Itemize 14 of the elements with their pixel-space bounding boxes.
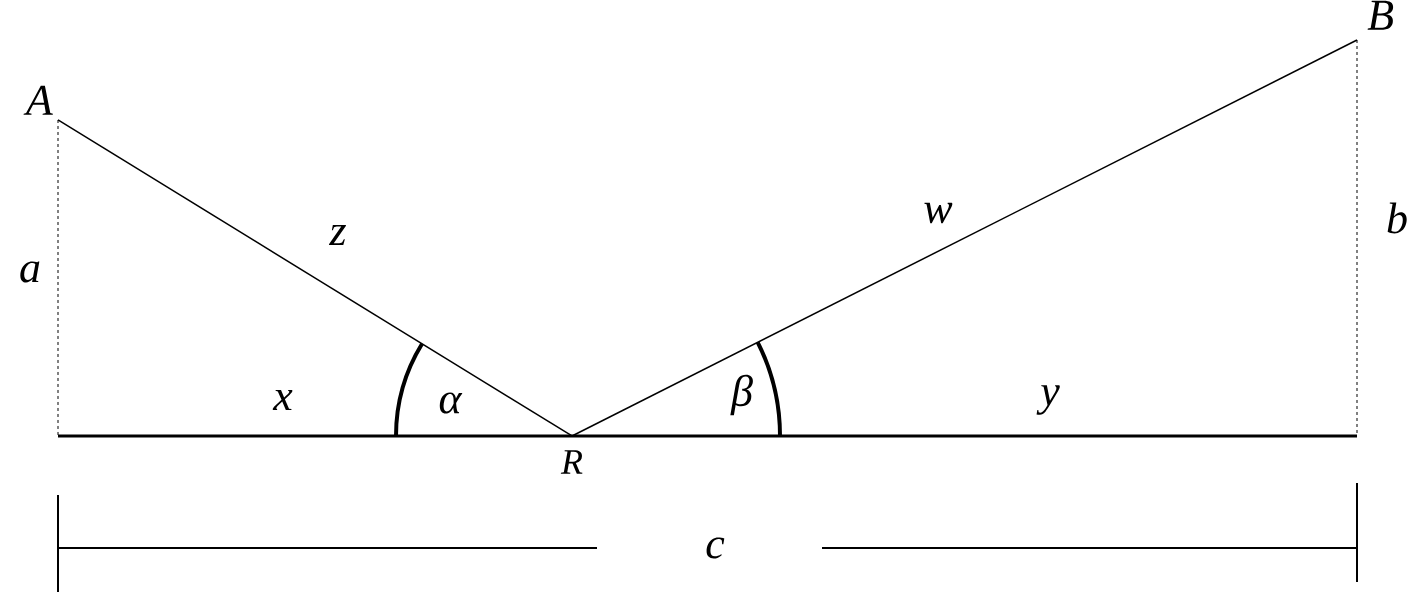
line-segment	[571, 39, 1358, 437]
variable-label: α	[439, 392, 463, 414]
point-label: A	[23, 85, 53, 115]
variable-label: y	[1036, 385, 1060, 415]
edge-label: z	[328, 224, 346, 246]
line-segment	[57, 119, 573, 437]
variable-label: β	[730, 374, 753, 416]
variable-label: b	[1387, 202, 1407, 234]
variable-label: a	[20, 261, 40, 283]
point-label: R	[560, 450, 583, 474]
variable-label: c	[706, 537, 725, 559]
variable-label: x	[272, 389, 293, 411]
point-label: B	[1367, 0, 1394, 30]
edge-label: w	[924, 202, 953, 224]
